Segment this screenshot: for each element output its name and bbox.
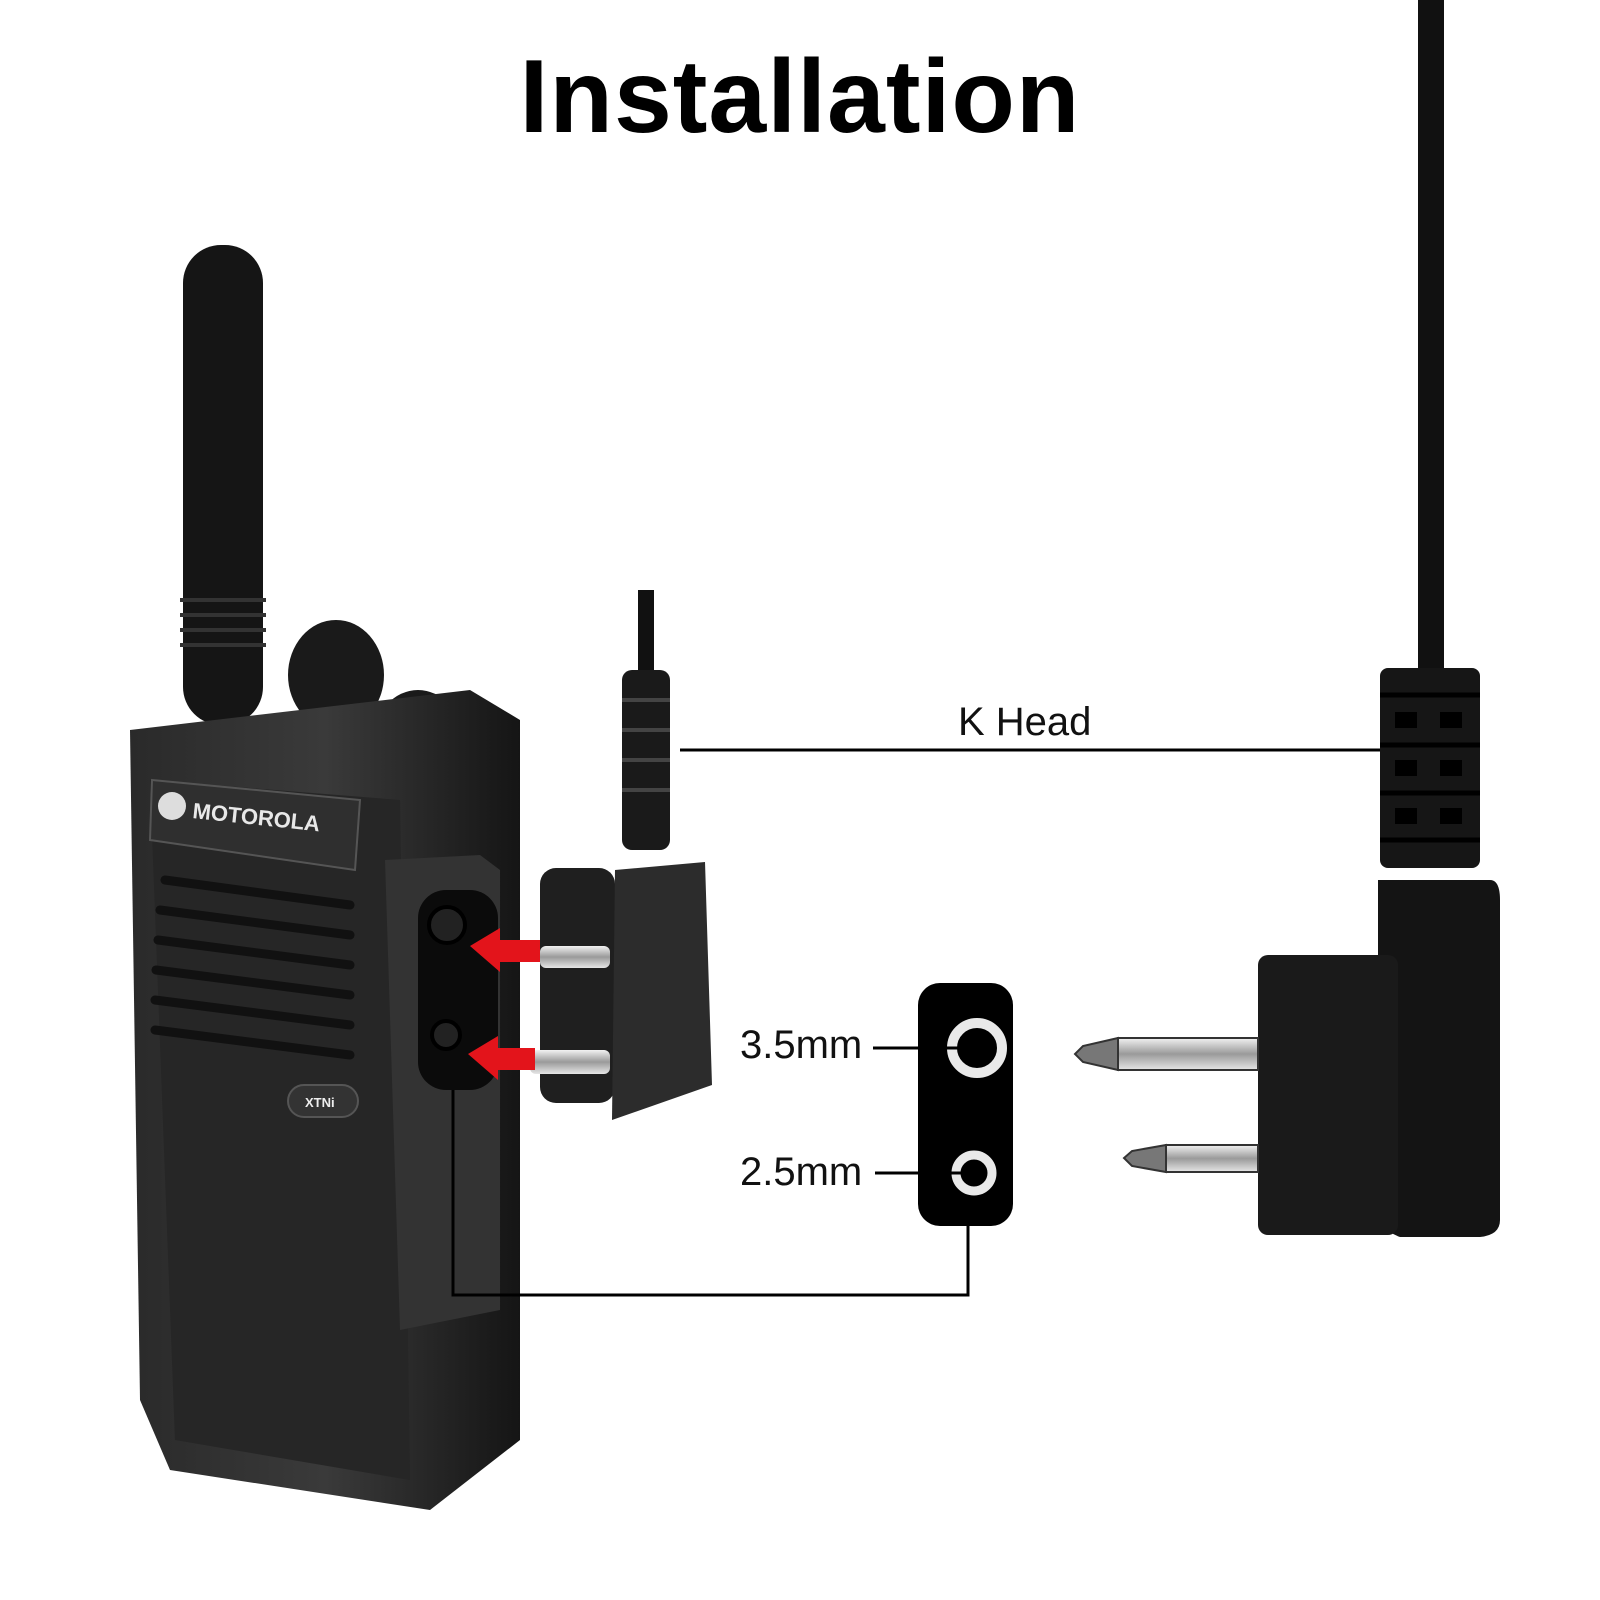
port-diagram xyxy=(918,983,1013,1226)
port-2-5mm xyxy=(430,1019,462,1051)
cable xyxy=(1418,0,1444,670)
radio-device: MOTOROLA XTNi xyxy=(130,245,520,1510)
antenna xyxy=(183,245,263,725)
port-3-5mm xyxy=(427,905,467,945)
page-title: Installation xyxy=(519,39,1081,155)
volume-knob xyxy=(288,620,384,730)
connector-pins xyxy=(1073,1036,1259,1174)
callout-lines xyxy=(451,748,1390,1297)
insertion-arrows xyxy=(468,928,540,1080)
motorola-logo-icon xyxy=(158,792,186,820)
port-2-5mm-label: 2.5mm xyxy=(740,1150,863,1194)
k-head-connector xyxy=(1073,668,1500,1237)
model-text: XTNi xyxy=(305,1095,335,1110)
arrow-icon xyxy=(470,928,540,972)
k-head-connector-inserted xyxy=(530,590,712,1120)
speaker-grille xyxy=(150,875,355,1060)
port-3-5mm-label: 3.5mm xyxy=(740,1023,863,1067)
k-head-label: K Head xyxy=(958,700,1092,744)
arrow-icon xyxy=(468,1036,535,1080)
